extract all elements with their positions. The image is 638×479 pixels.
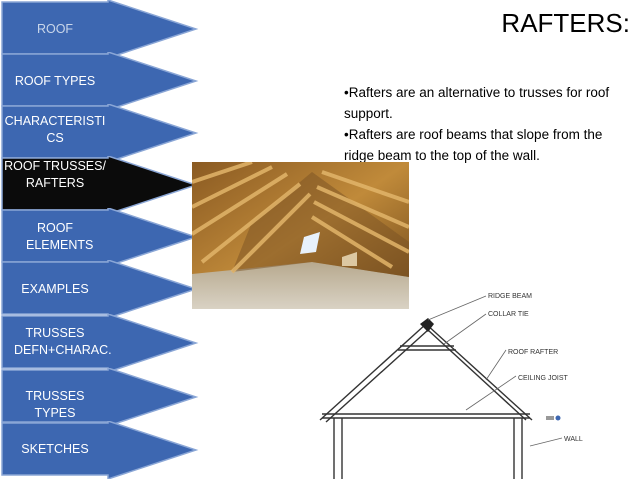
nav-label: ROOF TYPES	[14, 74, 96, 88]
nav-item-trusses-types[interactable]: TRUSSES TYPES	[0, 368, 200, 426]
label-wall: WALL	[564, 436, 583, 443]
scale-marker-icon	[546, 416, 554, 420]
label-ceiling-joist: CEILING JOIST	[518, 375, 569, 382]
nav-item-roof[interactable]: ROOF	[0, 0, 200, 58]
bullet-item: •Rafters are an alternative to trusses f…	[344, 85, 610, 121]
nav-arrow-shape	[1, 314, 199, 372]
slide-title: RAFTERS:	[501, 8, 630, 38]
attic-rafters-photo	[192, 162, 409, 309]
nav-label: SKETCHES	[21, 442, 89, 456]
nav-arrow-shape	[1, 368, 199, 426]
nav-item-roof-elements[interactable]: ROOF ELEMENTS	[0, 208, 200, 266]
label-collar-tie: COLLAR TIE	[488, 311, 529, 318]
nav-arrow-shape	[1, 421, 199, 479]
nav-label: TRUSSES DEFN+CHARAC.	[14, 326, 112, 357]
nav-item-roof-trusses-rafters[interactable]: ROOF TRUSSES/RAFTERS	[0, 156, 200, 214]
nav-item-characteristics[interactable]: CHARACTERISTICS	[0, 104, 200, 162]
label-roof-rafter: ROOF RAFTER	[508, 349, 558, 356]
nav-label: ROOF TRUSSES/RAFTERS	[4, 159, 106, 190]
nav-label: TRUSSES TYPES	[25, 389, 85, 420]
nav-item-roof-types[interactable]: ROOF TYPES	[0, 52, 200, 110]
nav-item-examples[interactable]: EXAMPLES	[0, 260, 200, 318]
bullet-item: •Rafters are roof beams that slope from …	[344, 127, 603, 163]
nav-arrow-shape	[1, 260, 199, 318]
nav-label: ROOF ELEMENTS	[26, 221, 94, 252]
rafter-diagram: RIDGE BEAM COLLAR TIE ROOF RAFTER CEILIN…	[319, 293, 583, 479]
nav-item-sketches[interactable]: SKETCHES	[0, 421, 200, 479]
nav-label: EXAMPLES	[21, 282, 89, 296]
marker-dot-icon	[555, 415, 561, 421]
nav-label: CHARACTERISTICS	[4, 114, 106, 145]
bullet-list: •Rafters are an alternative to trusses f…	[344, 82, 634, 166]
nav-item-trusses-defn[interactable]: TRUSSES DEFN+CHARAC.	[0, 314, 200, 372]
nav-label: ROOF	[36, 22, 74, 36]
label-ridge-beam: RIDGE BEAM	[488, 293, 532, 300]
